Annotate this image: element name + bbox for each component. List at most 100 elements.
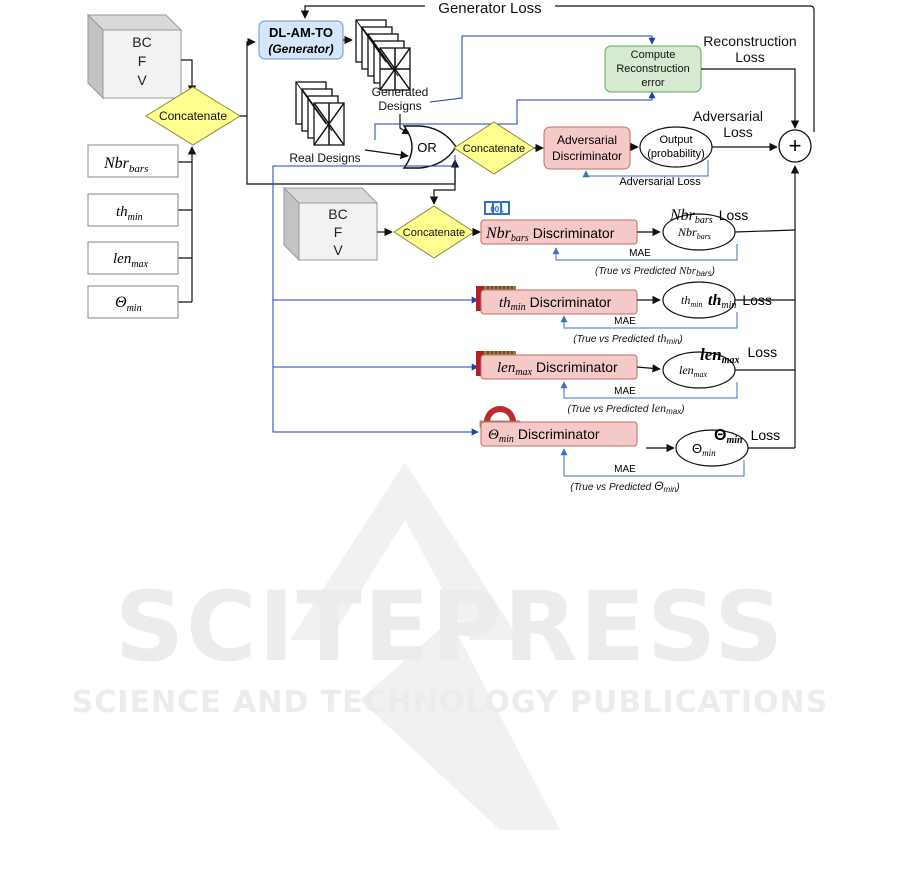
theta-min-output-label: Θmin: [692, 441, 716, 458]
input-box-len-max: [87, 241, 179, 275]
counter-digits: 001: [490, 205, 504, 214]
output-line-2: (probability): [647, 148, 704, 160]
cube-bottom-line-2: F: [334, 224, 343, 240]
concatenate-node-1: Concatenate: [145, 86, 241, 146]
generator-loss-loop: Generator Loss: [300, 0, 815, 132]
input-box-theta-min: [87, 285, 179, 319]
real-designs-label: Real Designs: [289, 151, 360, 165]
len-max-loss-label: lenmaxLoss: [700, 344, 777, 366]
adversarial-loss-label-1: Adversarial: [693, 108, 763, 124]
arrow-real-to-or: [364, 149, 409, 160]
th-min-discriminator-box: [480, 289, 638, 315]
output-probability-node: Output (probability): [639, 126, 713, 168]
concatenate-3-label: Concatenate: [403, 227, 465, 239]
adversarial-loss-label-2: Loss: [723, 124, 753, 140]
arrow-concat-to-generator: [240, 37, 256, 117]
adversarial-discriminator-box: Adversarial Discriminator: [543, 126, 631, 170]
output-line-1: Output: [659, 134, 692, 146]
reconstruction-loss-label-1: Reconstruction: [703, 33, 796, 49]
feedback-th-min: [560, 312, 738, 329]
counter-icon: 001: [484, 201, 510, 215]
cube-bottom-line-1: BC: [328, 206, 347, 222]
generated-designs-stack: [355, 19, 411, 91]
caliper-icon: [476, 286, 516, 311]
watermark-subtitle: SCIENCE AND TECHNOLOGY PUBLICATIONS: [72, 685, 829, 720]
input-scalar-connectors: [178, 148, 193, 303]
recon-line-2: Reconstruction: [616, 63, 689, 75]
arrow-recon-to-sum: [701, 68, 800, 129]
len-max-output-label: lenmax: [679, 363, 707, 379]
reconstruction-loss-label-2: Loss: [735, 49, 765, 65]
adversarial-loss-small-label: Adversarial Loss: [619, 176, 701, 188]
arrow-to-concat-3: [429, 160, 456, 205]
concatenate-2-label: Concatenate: [463, 143, 525, 155]
compute-reconstruction-box: Compute Reconstruction error: [604, 45, 702, 93]
ruler-icon: [476, 351, 516, 376]
input-label-theta-min: Θmin: [115, 294, 142, 314]
arrow-generated-to-or: [399, 114, 411, 135]
concatenate-node-3: Concatenate: [393, 205, 475, 259]
generator-name: DL-AM-TO: [269, 25, 333, 40]
recon-line-3: error: [641, 77, 665, 89]
input-label-nbr-bars: Nbrbars: [103, 155, 148, 175]
cube-top-line-2: F: [138, 53, 147, 69]
sum-node[interactable]: +: [778, 129, 812, 163]
plus-sign: +: [789, 133, 802, 158]
mae-label-1: MAE: [629, 248, 651, 259]
line-designs-to-theta-disc: [272, 155, 479, 436]
generated-designs-label-1: Generated: [372, 85, 429, 99]
input-cube-bottom: BC F V: [282, 186, 379, 262]
feedback-adversarial: [582, 160, 709, 178]
adv-disc-line-1: Adversarial: [557, 133, 617, 147]
generator-role: (Generator): [268, 42, 333, 56]
line-real-to-recon: [374, 91, 656, 140]
th-min-output-label: thmin: [681, 293, 702, 309]
cube-top-line-1: BC: [132, 34, 151, 50]
cube-top-line-3: V: [137, 72, 147, 88]
adv-disc-line-2: Discriminator: [552, 149, 622, 163]
arrow-cube-to-concat: [181, 59, 197, 94]
feedback-theta-min: [560, 448, 745, 477]
mae-label-2: MAE: [614, 316, 636, 327]
input-box-th-min: [87, 193, 179, 227]
input-label-th-min: thmin: [116, 204, 143, 223]
watermark-emblem: [290, 462, 560, 830]
recon-line-1: Compute: [631, 49, 676, 61]
scalar-inputs: Nbrbars thmin lenmax Θmin: [87, 144, 179, 319]
generator-loss-label: Generator Loss: [438, 0, 541, 17]
line-generated-to-recon: [429, 35, 656, 103]
or-gate: OR: [402, 125, 457, 169]
theta-min-discriminator-box: [480, 421, 638, 447]
concatenate-1-label: Concatenate: [159, 109, 227, 123]
feedback-len-max: [560, 381, 738, 399]
generator-box: DL-AM-TO (Generator): [258, 20, 344, 60]
mae-label-4: MAE: [614, 464, 636, 475]
nbr-bars-output-label: Nbrbars: [677, 225, 711, 241]
input-label-len-max: lenmax: [113, 251, 149, 270]
watermark-title: SCITEPRESS: [115, 571, 785, 683]
feedback-nbr-bars: [552, 244, 738, 261]
or-label: OR: [417, 140, 437, 155]
cube-bottom-line-3: V: [333, 242, 343, 258]
generated-designs-label-2: Designs: [378, 99, 421, 113]
mae-label-3: MAE: [614, 386, 636, 397]
input-cube-top: BC F V: [86, 13, 183, 100]
input-box-nbr-bars: [87, 144, 179, 178]
concatenate-node-2: Concatenate: [453, 121, 535, 175]
real-designs-stack: [295, 81, 345, 146]
